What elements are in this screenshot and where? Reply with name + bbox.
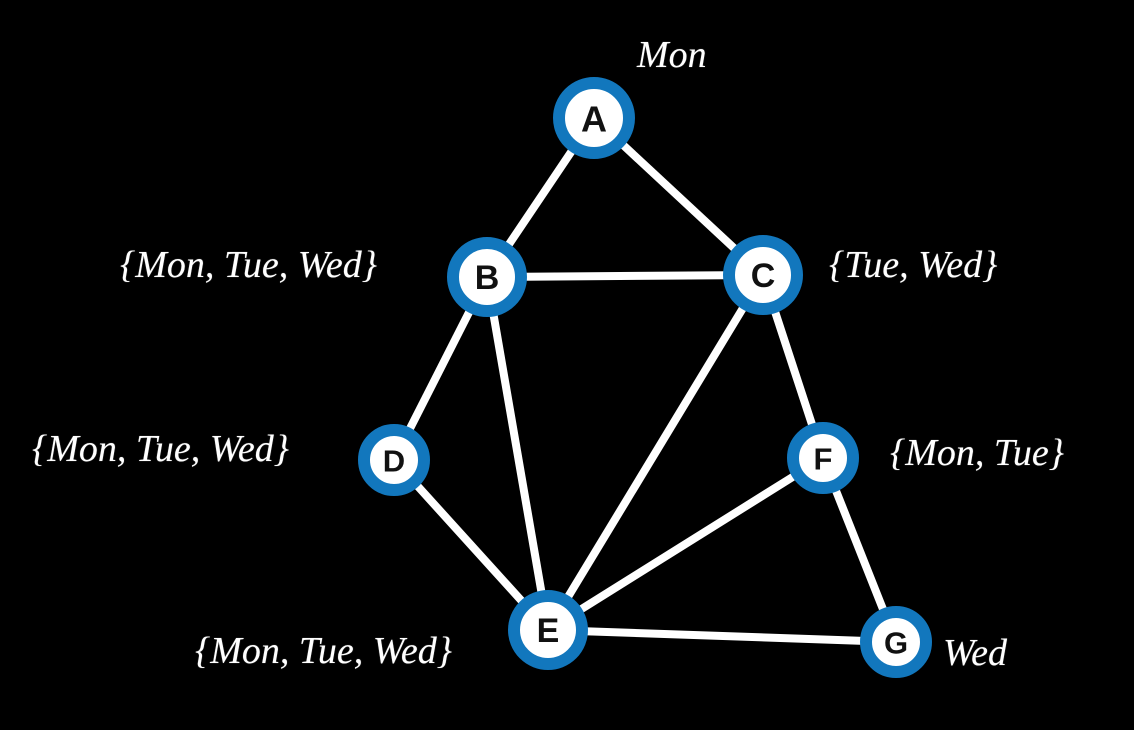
node-d[interactable]: D [358, 424, 430, 496]
node-circle-e[interactable] [508, 590, 588, 670]
node-f[interactable]: F [787, 422, 859, 494]
edge-e-g [584, 627, 864, 645]
node-letter-f: F [814, 442, 833, 477]
edge-layer [405, 140, 888, 645]
node-circle-g[interactable] [860, 606, 932, 678]
domain-label-a: Mon [637, 34, 707, 76]
domain-label-e: {Mon, Tue, Wed} [195, 630, 452, 672]
domain-label-b: {Mon, Tue, Wed} [120, 244, 377, 286]
node-letter-c: C [751, 257, 776, 295]
edge-b-c [523, 271, 727, 281]
domain-label-f: {Mon, Tue} [890, 432, 1064, 474]
node-circle-d[interactable] [358, 424, 430, 496]
node-a[interactable]: A [553, 77, 635, 159]
node-circle-f[interactable] [787, 422, 859, 494]
edge-f-g [831, 487, 888, 613]
domain-label-c: {Tue, Wed} [829, 244, 998, 286]
edge-a-b [504, 147, 577, 249]
edge-a-c [619, 140, 739, 253]
node-c[interactable]: C [723, 235, 803, 315]
node-b[interactable]: B [447, 237, 527, 317]
node-letter-g: G [884, 626, 908, 661]
edge-c-e [563, 304, 748, 601]
domain-label-d: {Mon, Tue, Wed} [32, 428, 289, 470]
node-circle-b[interactable] [447, 237, 527, 317]
edge-e-f [577, 472, 798, 614]
node-circle-c[interactable] [723, 235, 803, 315]
node-layer: A B C D E F G [358, 77, 932, 678]
node-e[interactable]: E [508, 590, 588, 670]
node-g[interactable]: G [860, 606, 932, 678]
edge-b-e [489, 312, 546, 595]
node-circle-a[interactable] [553, 77, 635, 159]
edge-d-e [413, 481, 527, 606]
node-letter-b: B [475, 259, 500, 297]
node-letter-d: D [383, 444, 405, 479]
edge-b-d [405, 308, 474, 433]
domain-label-g: Wed [943, 632, 1008, 674]
node-letter-a: A [581, 99, 607, 140]
node-letter-e: E [537, 612, 560, 650]
edge-c-f [770, 308, 817, 428]
